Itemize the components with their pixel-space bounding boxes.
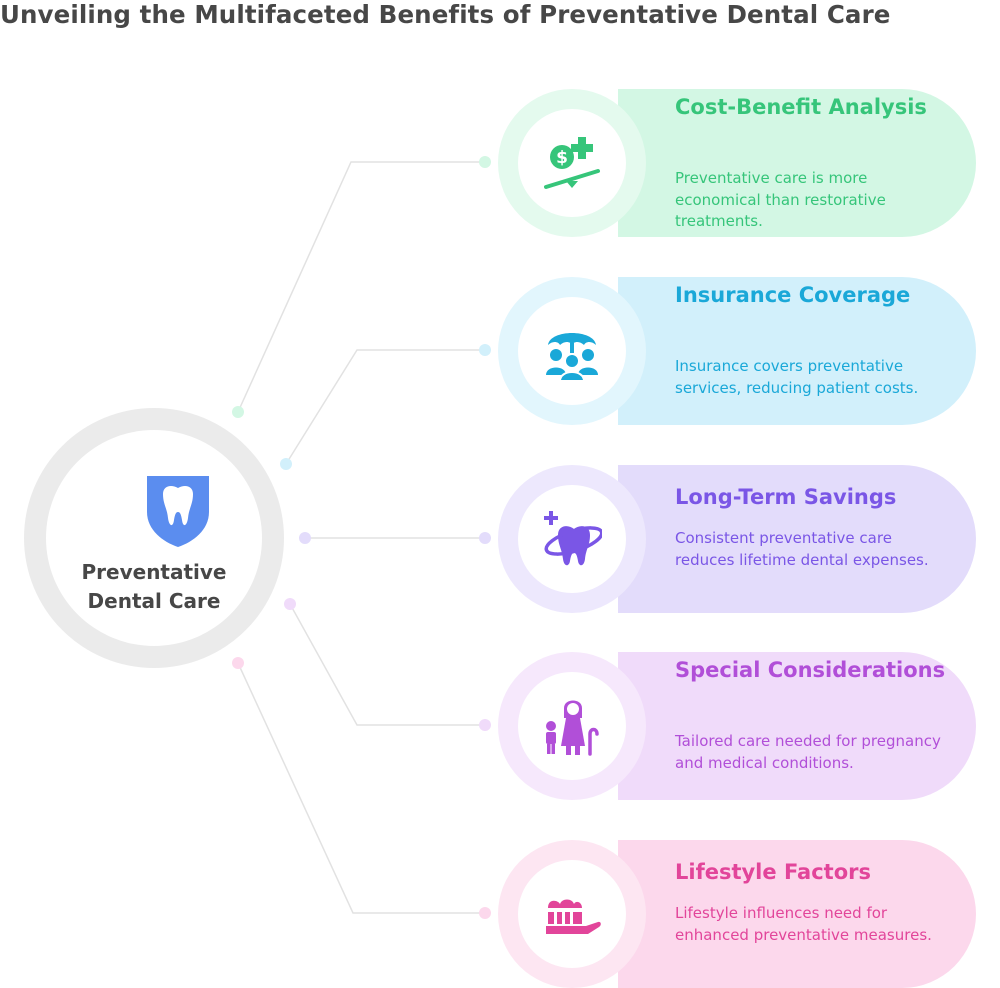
svg-text:$: $ xyxy=(556,148,568,168)
card-ring xyxy=(498,465,646,613)
benefit-card-lifestyle: Lifestyle Factors Lifestyle influences n… xyxy=(498,840,976,988)
hub-inner: Preventative Dental Care xyxy=(46,430,262,646)
connector-4 xyxy=(289,603,485,726)
card-pill xyxy=(618,465,976,613)
card-ring xyxy=(498,277,646,425)
node-dot-4b xyxy=(479,719,491,731)
orbit-tooth-icon xyxy=(544,511,602,566)
hub-circle: Preventative Dental Care xyxy=(24,408,284,668)
toothbrush-icon xyxy=(546,899,601,934)
hub-label: Preventative Dental Care xyxy=(81,560,227,613)
card-title: Long-Term Savings xyxy=(675,485,897,509)
connector-2 xyxy=(285,349,485,465)
card-title: Lifestyle Factors xyxy=(675,860,871,884)
card-pill xyxy=(618,840,976,988)
card-icon-circle xyxy=(518,297,626,405)
mother-child-icon xyxy=(546,700,599,756)
card-pill xyxy=(618,277,976,425)
node-dot-2a xyxy=(280,458,292,470)
card-pill xyxy=(618,89,976,237)
card-icon-circle xyxy=(518,485,626,593)
benefit-card-insurance: Insurance Coverage Insurance covers prev… xyxy=(498,277,976,425)
umbrella-family-icon xyxy=(546,333,598,381)
card-title: Insurance Coverage xyxy=(675,283,911,307)
card-pill xyxy=(618,652,976,800)
card-icon-circle xyxy=(518,860,626,968)
node-dot-1b xyxy=(479,156,491,168)
node-dot-4a xyxy=(284,598,296,610)
benefit-card-savings: Long-Term Savings Consistent preventativ… xyxy=(498,465,976,613)
card-ring xyxy=(498,652,646,800)
node-dot-3b xyxy=(479,532,491,544)
card-ring xyxy=(498,840,646,988)
benefit-card-special: Special Considerations Tailored care nee… xyxy=(498,652,976,800)
benefit-card-cost: $ Cost-Benefit Analysis Preventative car… xyxy=(498,89,976,237)
card-description: Consistent preventative care reduces lif… xyxy=(675,529,929,569)
card-description: Insurance covers preventative services, … xyxy=(675,357,919,397)
connector-5 xyxy=(237,662,485,914)
dollar-plus-scale-icon: $ xyxy=(544,137,600,189)
connector-1 xyxy=(237,161,485,413)
page-title: Unveiling the Multifaceted Benefits of P… xyxy=(0,0,891,29)
tooth-shield-icon xyxy=(147,476,209,547)
node-dot-2b xyxy=(479,344,491,356)
card-description: Tailored care needed for pregnancy and m… xyxy=(675,732,941,772)
card-icon-circle xyxy=(518,672,626,780)
card-icon-circle: $ xyxy=(518,109,626,217)
card-description: Preventative care is more economical tha… xyxy=(675,169,886,230)
node-dot-1a xyxy=(232,406,244,418)
node-dot-5b xyxy=(479,907,491,919)
node-dot-5a xyxy=(232,657,244,669)
node-dot-3a xyxy=(299,532,311,544)
card-description: Lifestyle influences need for enhanced p… xyxy=(675,904,932,944)
card-title: Cost-Benefit Analysis xyxy=(675,95,927,119)
card-ring: $ xyxy=(498,89,646,237)
card-title: Special Considerations xyxy=(675,658,946,682)
